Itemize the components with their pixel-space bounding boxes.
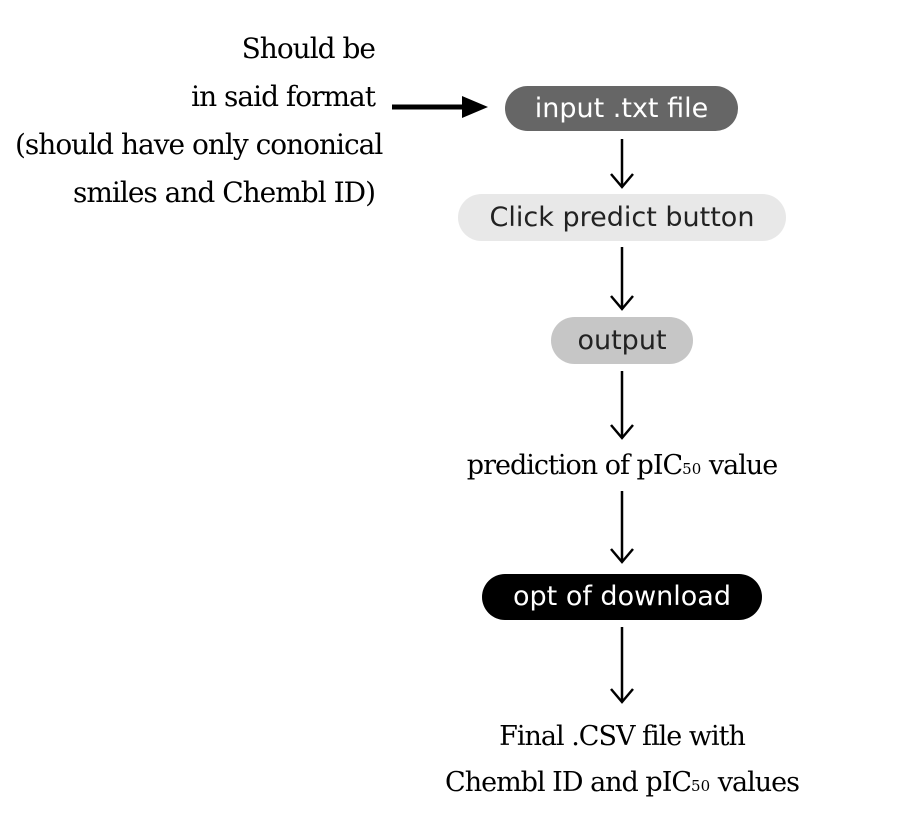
note-line-2: in said format xyxy=(191,80,376,113)
download-option-node: opt of download xyxy=(482,574,762,620)
final-line-2-suffix: values xyxy=(710,767,800,798)
arrow-predict-to-output xyxy=(610,247,634,311)
final-line-2-prefix: Chembl ID and pIC xyxy=(445,767,692,798)
final-line-1: Final .CSV file with xyxy=(499,721,746,752)
prediction-prefix: prediction of pIC xyxy=(466,450,683,481)
final-csv-label: Final .CSV file with Chembl ID and pIC50… xyxy=(430,714,814,809)
arrow-download-to-final xyxy=(610,627,634,704)
output-node: output xyxy=(551,317,693,364)
predict-button-node: Click predict button xyxy=(458,194,786,241)
final-line-2: Chembl ID and pIC50 values xyxy=(430,760,814,809)
final-line-2-subscript: 50 xyxy=(691,777,711,795)
arrow-input-to-predict xyxy=(610,139,634,189)
format-note: Should be in said format (should have on… xyxy=(15,25,383,217)
prediction-label: prediction of pIC50 value xyxy=(440,446,804,489)
note-line-1: Should be xyxy=(241,32,376,65)
arrow-output-to-prediction xyxy=(610,371,634,440)
prediction-subscript: 50 xyxy=(682,460,702,478)
prediction-suffix: value xyxy=(701,450,778,481)
arrow-prediction-to-download xyxy=(610,491,634,564)
note-line-4: smiles and Chembl ID) xyxy=(72,176,376,209)
input-file-node: input .txt file xyxy=(505,86,738,131)
note-line-3: (should have only cononical xyxy=(15,128,383,161)
note-to-input-arrow xyxy=(392,96,488,118)
